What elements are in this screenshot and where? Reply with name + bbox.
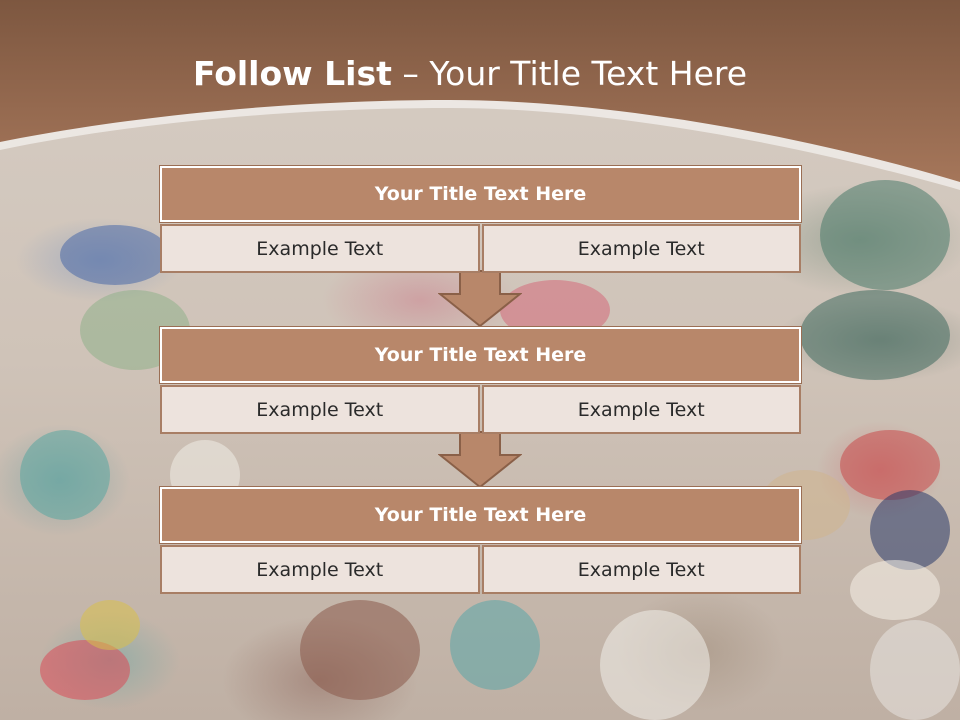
step-block-3: Your Title Text Here Example Text Exampl…: [160, 487, 801, 594]
step-title-3: Your Title Text Here: [160, 487, 801, 543]
step-title-2: Your Title Text Here: [160, 327, 801, 383]
step-cell-left-3: Example Text: [160, 545, 480, 594]
step-cell-right-1: Example Text: [481, 224, 801, 273]
step-row-1: Example Text Example Text: [160, 224, 801, 273]
step-cell-left-2: Example Text: [160, 385, 480, 434]
header-shape: [0, 0, 960, 190]
down-arrow-icon: [438, 270, 522, 328]
step-title-1: Your Title Text Here: [160, 166, 801, 222]
slide-title: Follow List – Your Title Text Here: [0, 54, 950, 93]
step-block-2: Your Title Text Here Example Text Exampl…: [160, 327, 801, 434]
slide-title-bold: Follow List: [192, 54, 392, 93]
step-cell-right-2: Example Text: [481, 385, 801, 434]
header-band: Follow List – Your Title Text Here: [0, 0, 960, 190]
step-row-2: Example Text Example Text: [160, 385, 801, 434]
step-cell-right-3: Example Text: [481, 545, 801, 594]
step-block-1: Your Title Text Here Example Text Exampl…: [160, 166, 801, 273]
slide-title-rest: – Your Title Text Here: [391, 54, 748, 93]
down-arrow-icon: [438, 431, 522, 489]
step-row-3: Example Text Example Text: [160, 545, 801, 594]
step-cell-left-1: Example Text: [160, 224, 480, 273]
